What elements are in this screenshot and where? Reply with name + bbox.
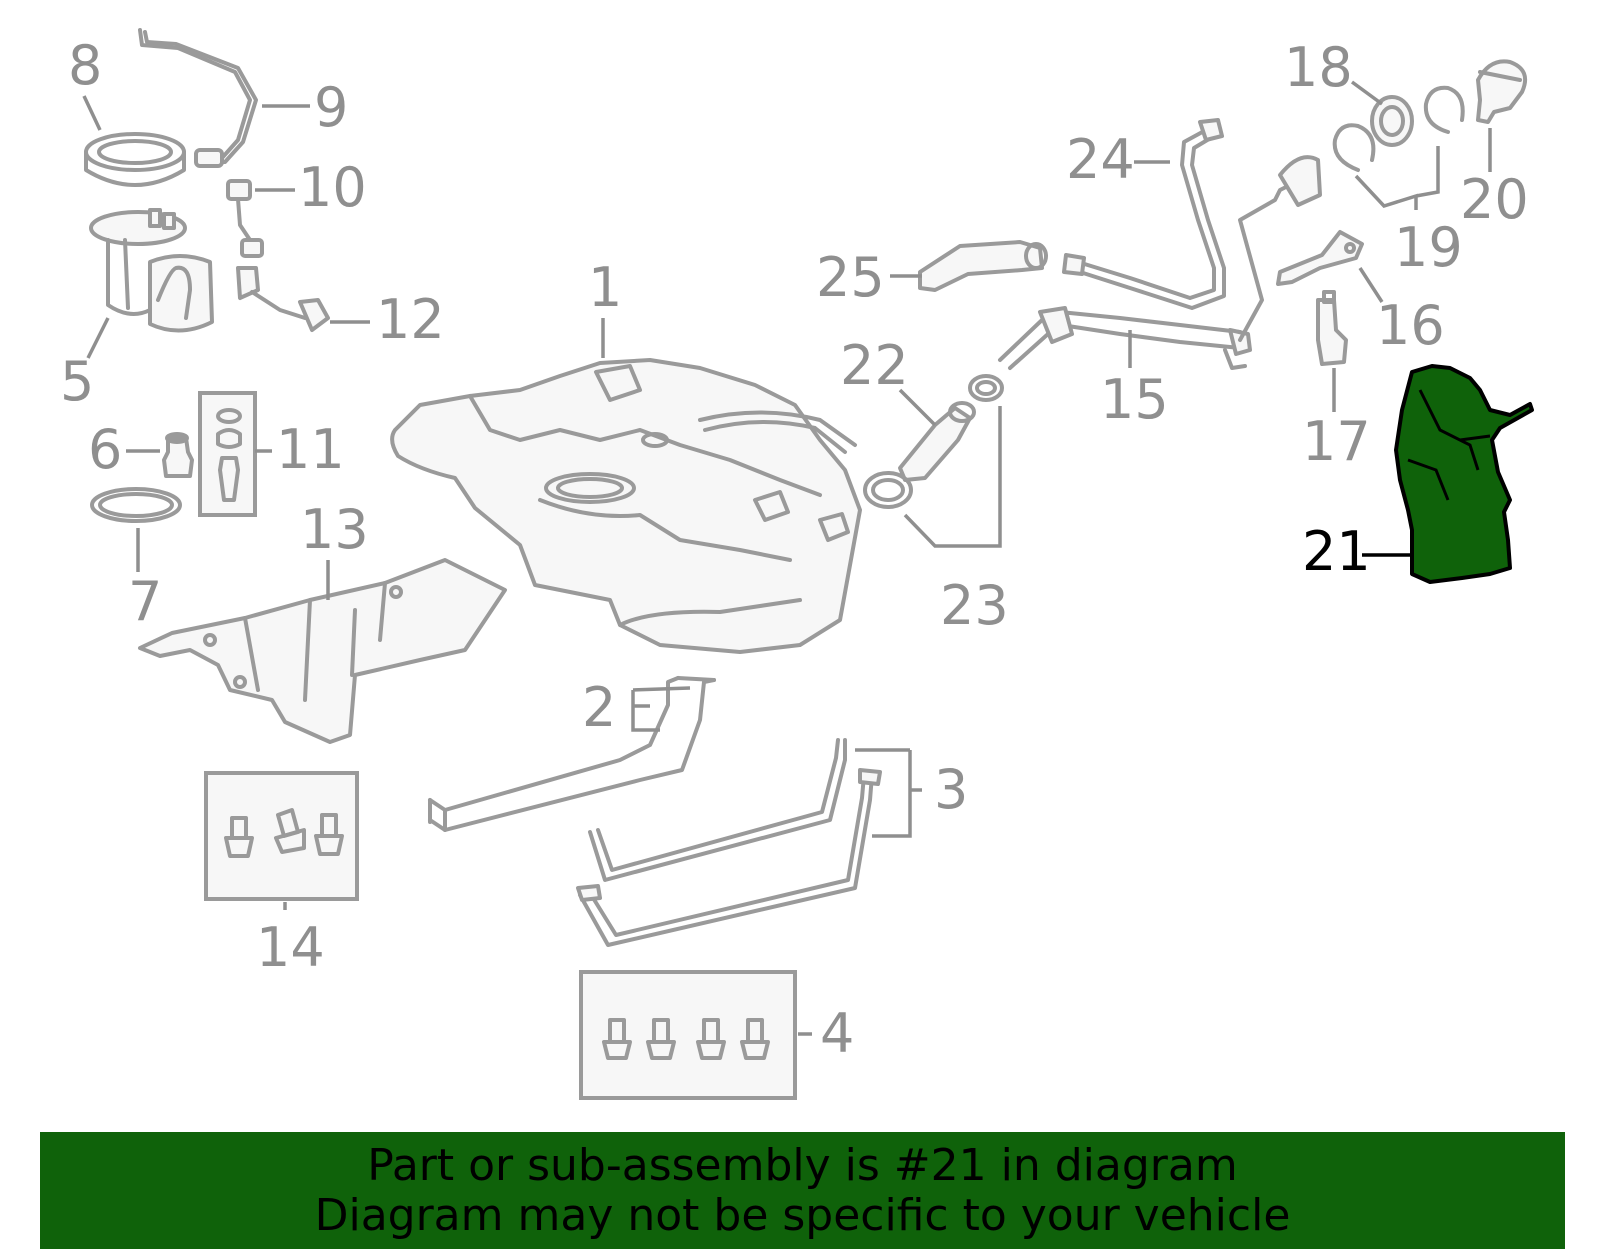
part-23-clamps[interactable] [863,374,1004,509]
callout-4: 4 [820,1002,854,1065]
callout-14: 14 [256,916,325,979]
part-24-breather-tube[interactable] [1062,118,1322,342]
callout-labels: 1 2 3 4 5 6 7 8 9 10 11 12 13 14 15 16 1… [60,34,1529,1065]
callout-24: 24 [1066,128,1135,191]
part-10-connector[interactable] [226,179,264,258]
part-3-tank-straps[interactable] [576,738,882,947]
part-18-ring[interactable] [1370,95,1414,147]
banner-line-2: Diagram may not be specific to your vehi… [314,1189,1291,1241]
part-12-harness[interactable] [236,266,330,332]
part-14-bolt-box[interactable] [204,771,359,901]
part-2-tank-strap[interactable] [428,676,716,832]
callout-10: 10 [298,156,367,219]
part-21-highlighted-shield[interactable] [1394,364,1534,584]
part-22-filler-hose[interactable] [898,401,976,482]
callout-5: 5 [60,350,94,413]
callout-12: 12 [376,288,445,351]
callout-17: 17 [1302,410,1371,473]
callout-9: 9 [314,76,348,139]
callout-21: 21 [1302,520,1371,583]
callout-25: 25 [816,246,885,309]
callout-22: 22 [840,334,909,397]
callout-13: 13 [300,498,369,561]
banner-line-1: Part or sub-assembly is #21 in diagram [367,1139,1238,1191]
callout-18: 18 [1284,36,1353,99]
part-5-fuel-pump-module[interactable] [89,208,214,333]
callout-11: 11 [276,418,345,481]
info-banner: Part or sub-assembly is #21 in diagram D… [40,1132,1565,1249]
callout-7: 7 [128,570,162,633]
part-4-bolt-box[interactable] [579,970,797,1100]
callout-3: 3 [934,758,968,821]
part-7-gasket[interactable] [90,487,182,523]
banner-background [40,1132,1565,1249]
part-25-hose[interactable] [918,240,1048,292]
part-13-heat-shield[interactable] [138,558,507,744]
part-15-filler-pipe[interactable] [998,306,1252,370]
part-11-box[interactable] [198,391,257,517]
callout-6: 6 [88,418,122,481]
callout-23: 23 [940,574,1009,637]
callout-8: 8 [68,34,102,97]
leader-lines [82,80,1492,1036]
callout-15: 15 [1100,368,1169,431]
callout-19: 19 [1394,216,1463,279]
part-16-bracket[interactable] [1276,230,1364,286]
part-19-gaskets[interactable] [1332,85,1465,172]
part-6-grommet[interactable] [162,432,194,478]
part-20-fuel-cap[interactable] [1476,59,1527,124]
callout-20: 20 [1460,168,1529,231]
callout-1: 1 [588,256,622,319]
part-9-tube[interactable] [138,28,258,168]
part-8-lock-ring[interactable] [84,132,186,187]
part-17-valve[interactable] [1316,290,1348,366]
callout-2: 2 [582,676,616,739]
part-1-fuel-tank[interactable] [390,358,862,654]
callout-16: 16 [1376,294,1445,357]
